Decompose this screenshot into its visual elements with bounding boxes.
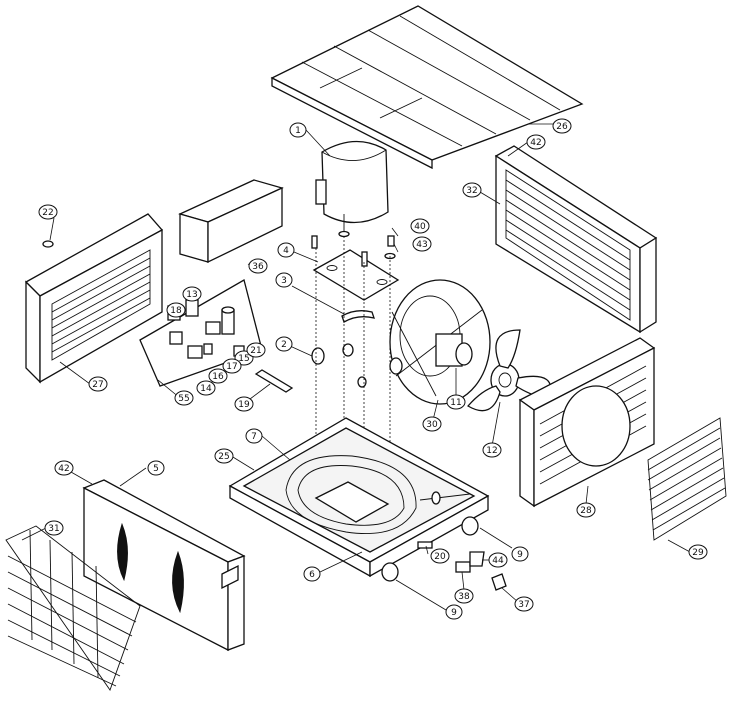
fan-motor-drawing [435, 333, 473, 367]
callout-number: 30 [426, 420, 438, 430]
callout-number: 17 [226, 362, 237, 372]
front-grille-left-drawing [24, 213, 164, 384]
callout-number: 40 [414, 222, 426, 232]
callout-number: 6 [309, 570, 315, 580]
callout-number: 18 [170, 306, 182, 316]
callout-13: 13 [182, 286, 202, 302]
callout-number: 44 [492, 556, 504, 566]
callout-38: 38 [454, 588, 474, 604]
callout-9-upper: 9 [511, 546, 529, 562]
callout-44: 44 [488, 552, 508, 568]
small-parts-drawing [455, 551, 507, 591]
callout-number: 32 [466, 186, 477, 196]
rear-guard-right-drawing [647, 417, 727, 541]
callout-number: 2 [281, 340, 287, 350]
alignment-lines [315, 236, 391, 520]
callout-number: 4 [283, 246, 289, 256]
callout-4: 4 [277, 242, 295, 258]
callout-43: 43 [412, 236, 432, 252]
callout-number: 14 [200, 384, 212, 394]
callout-28: 28 [576, 502, 596, 518]
base-pan-drawing [228, 417, 490, 578]
callout-16: 16 [208, 368, 228, 384]
condenser-coil-drawing [82, 479, 246, 652]
callout-30: 30 [422, 416, 442, 432]
callout-42-top: 42 [526, 134, 546, 150]
callout-31: 31 [44, 520, 64, 536]
callout-9-lower: 9 [445, 604, 463, 620]
callout-20: 20 [430, 548, 450, 564]
callout-number: 5 [153, 464, 159, 474]
callout-25: 25 [214, 448, 234, 464]
callout-number: 29 [692, 548, 704, 558]
callout-number: 36 [252, 262, 264, 272]
callout-number: 11 [450, 398, 461, 408]
callout-19: 19 [234, 396, 254, 412]
callout-number: 22 [42, 208, 53, 218]
shaft-pin-drawing [254, 369, 294, 393]
mount-plate-drawing [311, 235, 400, 323]
callout-number: 20 [434, 552, 446, 562]
callout-27: 27 [88, 376, 108, 392]
callout-number: 19 [238, 400, 250, 410]
callout-number: 42 [530, 138, 541, 148]
screw-drawing [384, 235, 396, 260]
top-cover-drawing [270, 5, 584, 170]
callout-42-coil: 42 [54, 460, 74, 476]
fan-blade-drawing [466, 329, 552, 412]
callout-7: 7 [245, 428, 263, 444]
callout-12: 12 [482, 442, 502, 458]
callout-22: 22 [38, 204, 58, 220]
callout-number: 38 [458, 592, 470, 602]
callout-32: 32 [462, 182, 482, 198]
callout-number: 42 [58, 464, 69, 474]
callout-21: 21 [246, 342, 266, 358]
callout-number: 9 [517, 550, 523, 560]
callout-number: 21 [250, 346, 261, 356]
callout-5: 5 [147, 460, 165, 476]
callout-2: 2 [275, 336, 293, 352]
callout-40: 40 [410, 218, 430, 234]
callout-number: 3 [281, 276, 287, 286]
callout-26: 26 [552, 118, 572, 134]
callout-number: 25 [218, 452, 229, 462]
coil-guard-left-drawing [5, 525, 141, 691]
callout-number: 13 [186, 290, 197, 300]
callout-3: 3 [275, 272, 293, 288]
callout-17: 17 [222, 358, 242, 374]
drain-fittings-drawing [381, 516, 479, 582]
callout-number: 37 [518, 600, 529, 610]
callout-number: 16 [212, 372, 224, 382]
callout-37: 37 [514, 596, 534, 612]
callout-number: 26 [556, 122, 568, 132]
callout-6: 6 [303, 566, 321, 582]
callout-14: 14 [196, 380, 216, 396]
callout-number: 43 [416, 240, 427, 250]
callout-number: 1 [295, 126, 301, 136]
fan-shroud-panel-drawing [518, 337, 656, 508]
callout-18: 18 [166, 302, 186, 318]
callout-55: 55 [174, 390, 194, 406]
callout-number: 28 [580, 506, 592, 516]
callout-number: 9 [451, 608, 457, 618]
callout-number: 7 [251, 432, 257, 442]
callout-number: 55 [178, 394, 189, 404]
compressor-drawing [315, 140, 389, 238]
side-grille-drawing [494, 145, 658, 334]
leader-lines [21, 123, 691, 611]
control-box-cover-drawing [178, 179, 284, 264]
valve-drawing [311, 343, 403, 388]
knob-drawing [42, 240, 54, 248]
callout-number: 31 [48, 524, 59, 534]
callout-36: 36 [248, 258, 268, 274]
callout-number: 15 [238, 354, 249, 364]
callout-11: 11 [446, 394, 466, 410]
callout-number: 12 [486, 446, 497, 456]
callout-number: 27 [92, 380, 103, 390]
callout-1: 1 [289, 122, 307, 138]
callout-29: 29 [688, 544, 708, 560]
